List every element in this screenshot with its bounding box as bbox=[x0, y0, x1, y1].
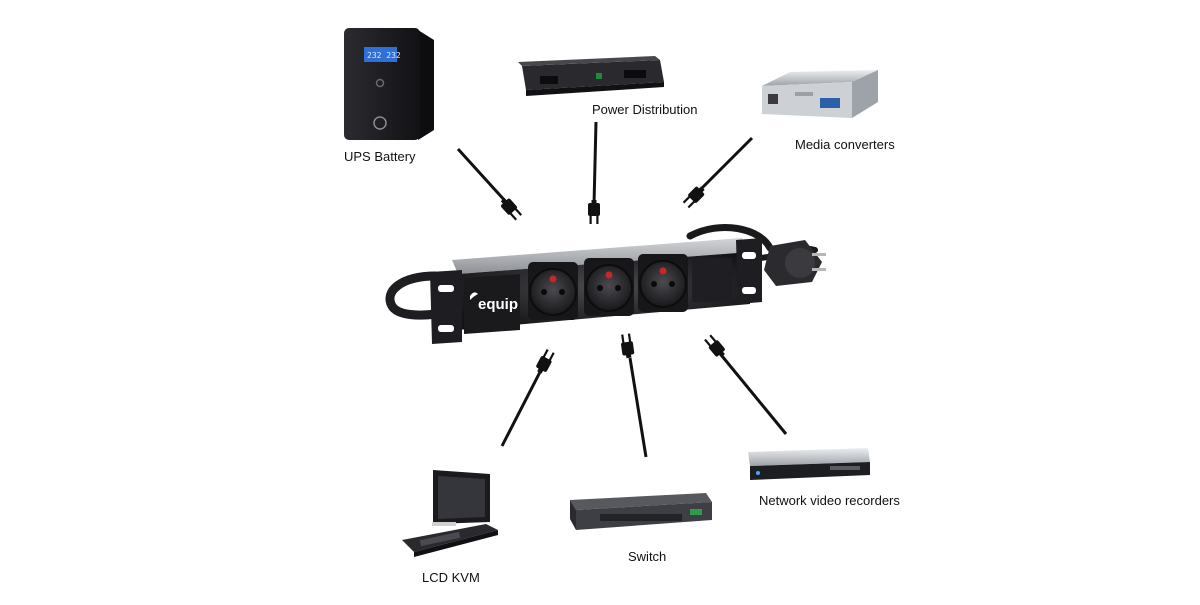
ups-battery-label: UPS Battery bbox=[344, 149, 416, 164]
socket-1 bbox=[528, 262, 578, 320]
cable-switch bbox=[619, 333, 648, 458]
cable-media-converters bbox=[681, 136, 754, 210]
ups-battery-device: 232 232 bbox=[344, 28, 434, 140]
media-converter-device bbox=[762, 70, 878, 118]
network-video-recorder-device bbox=[748, 448, 870, 480]
ups-lcd-display bbox=[364, 47, 397, 62]
cable-ups bbox=[456, 147, 524, 222]
lcd-kvm-label: LCD KVM bbox=[422, 570, 480, 585]
cable-lcd-kvm bbox=[500, 348, 556, 447]
schuko-plug-icon bbox=[764, 240, 826, 286]
switch-label: Switch bbox=[628, 549, 667, 564]
power-distribution-device bbox=[518, 56, 664, 96]
brand-badge-icon bbox=[373, 116, 387, 130]
cable-network-video-recorders bbox=[702, 333, 788, 435]
plug-icon bbox=[534, 348, 556, 376]
plug-icon bbox=[588, 200, 600, 224]
brand-logo-text: equip bbox=[478, 296, 518, 313]
plug-icon bbox=[702, 333, 728, 360]
socket-2 bbox=[584, 258, 634, 316]
power-button-icon bbox=[375, 78, 385, 88]
switch-device bbox=[570, 493, 712, 530]
socket-3 bbox=[638, 254, 688, 312]
lcd-kvm-device bbox=[402, 470, 498, 557]
cable-power-distribution bbox=[588, 121, 600, 224]
ups-display-readout: 232 232 bbox=[367, 51, 401, 60]
media-converters-label: Media converters bbox=[795, 137, 895, 152]
power-strip: equip bbox=[385, 224, 826, 344]
plug-icon bbox=[619, 333, 635, 359]
equip-logo-icon bbox=[470, 292, 478, 300]
power-distribution-label: Power Distribution bbox=[592, 102, 698, 117]
network-video-recorders-label: Network video recorders bbox=[759, 493, 900, 508]
